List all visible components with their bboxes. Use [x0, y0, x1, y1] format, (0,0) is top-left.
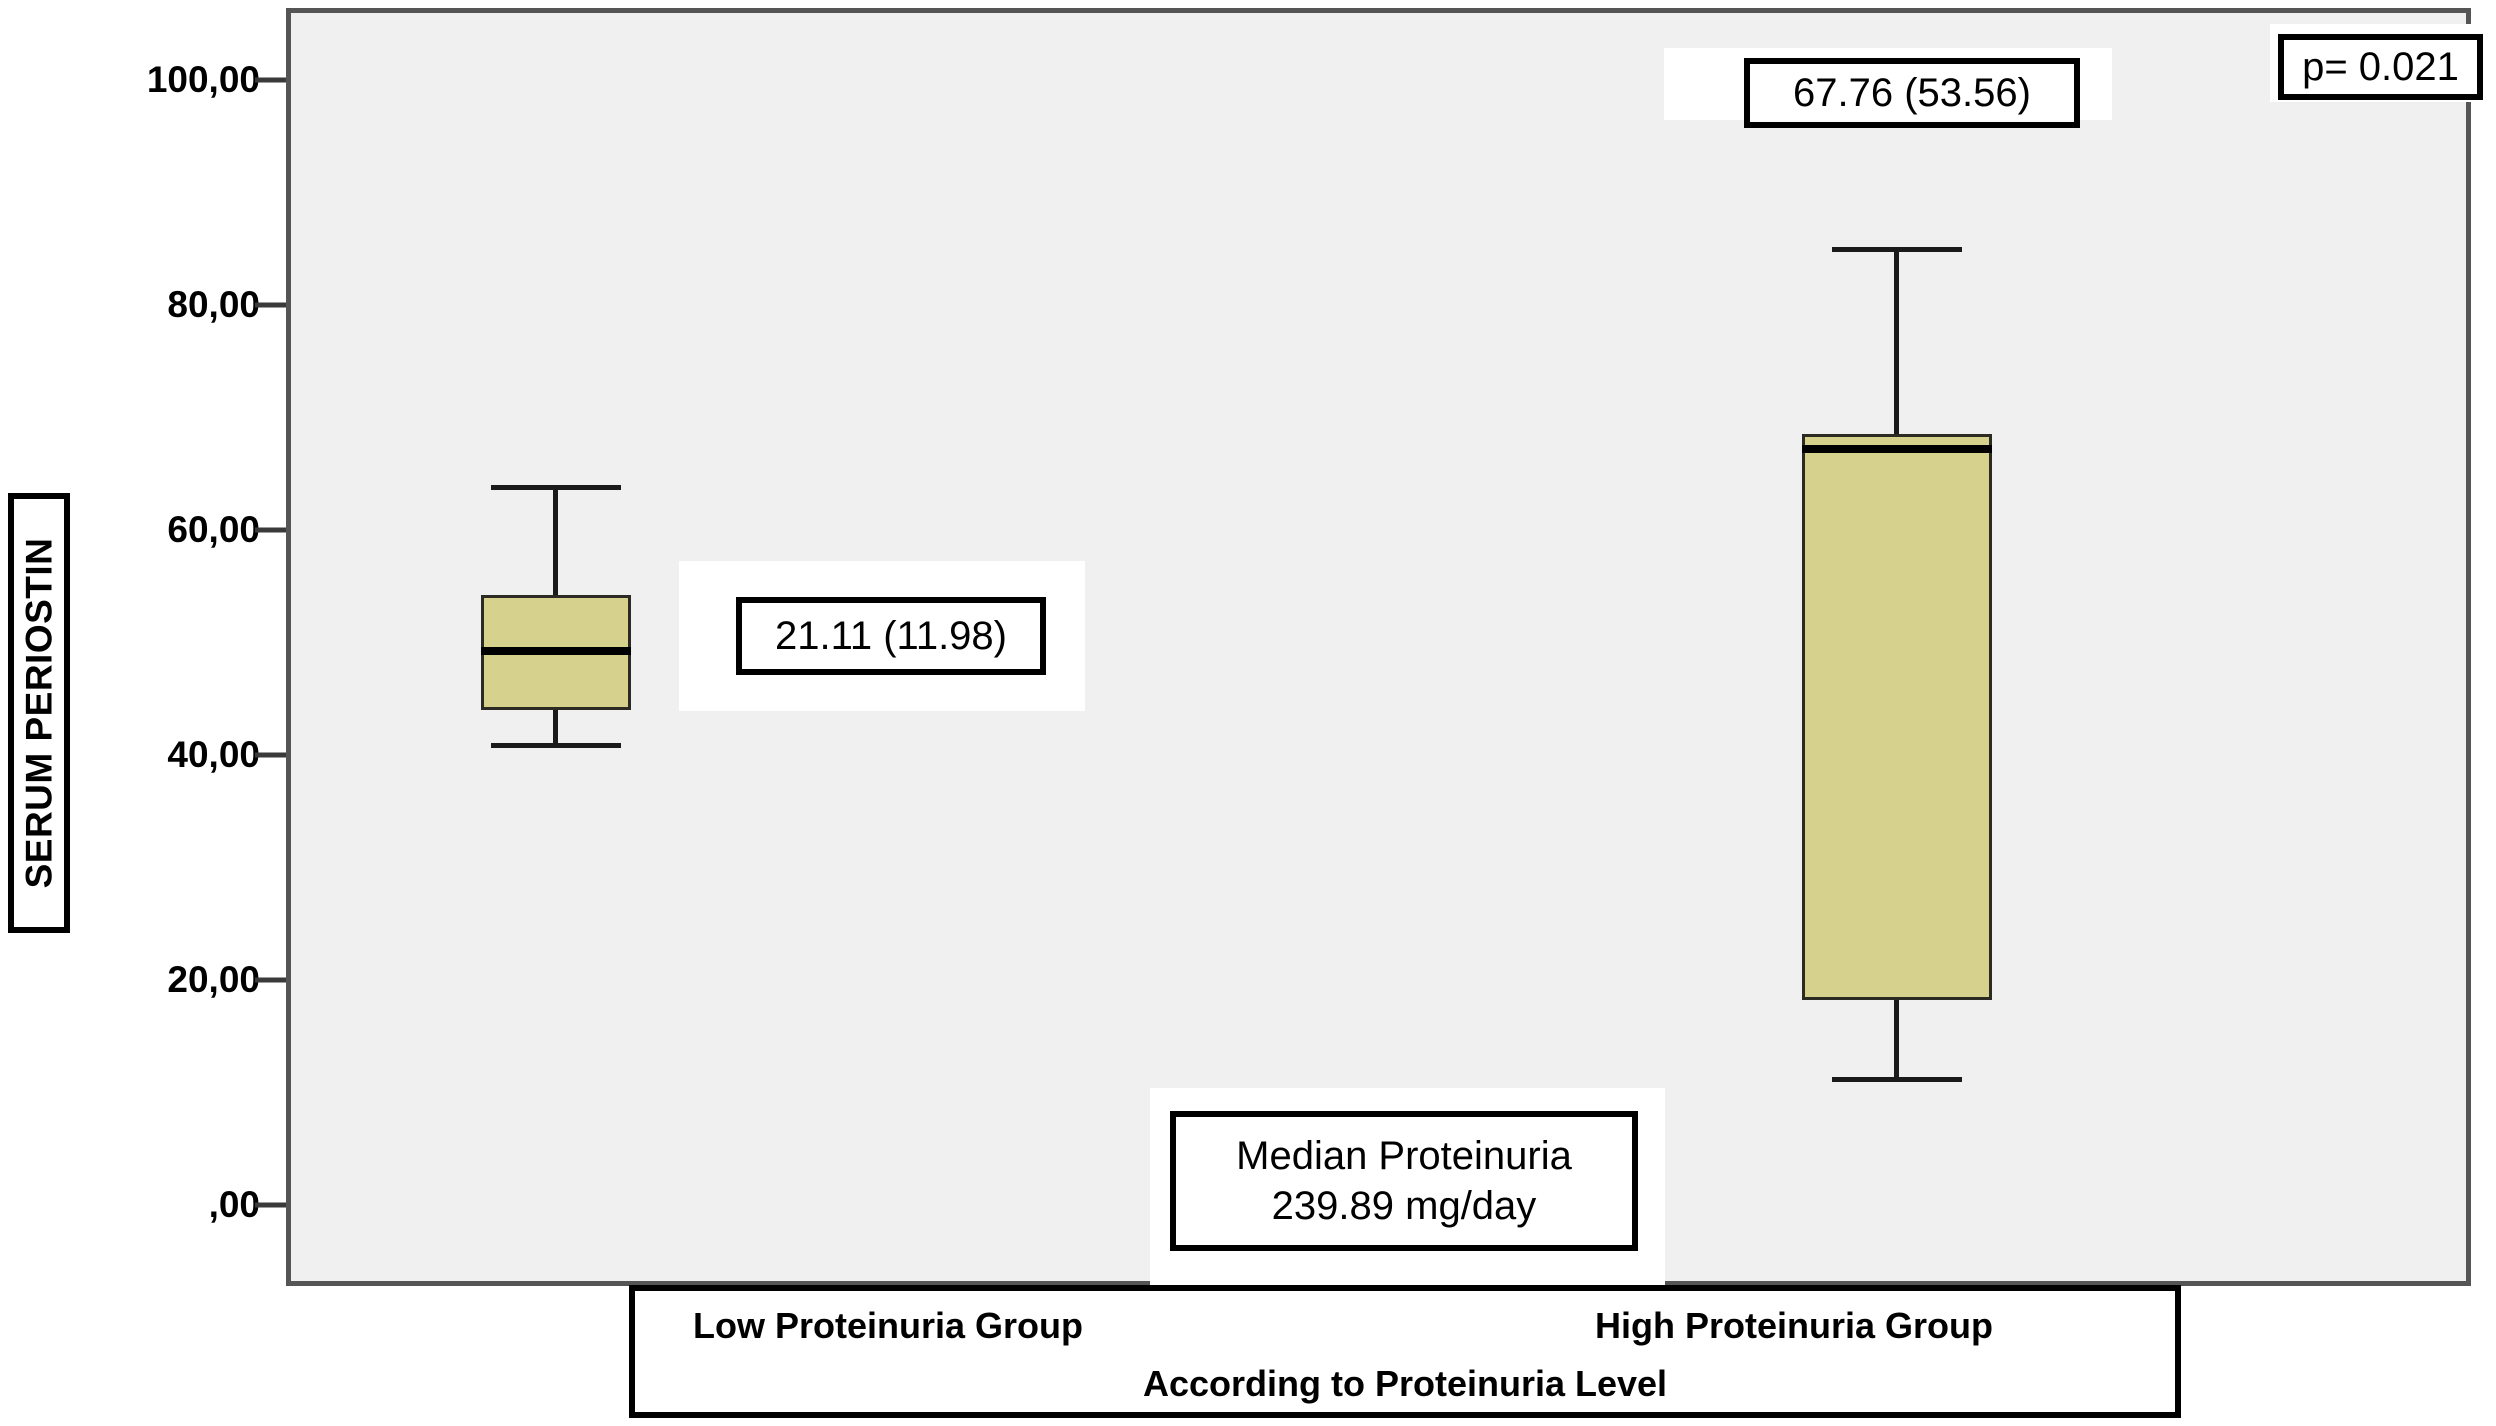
median-line-high	[1802, 445, 1992, 453]
y-tick-label-0: ,00	[208, 1184, 260, 1225]
y-tick-label-20: 20,00	[167, 959, 260, 1000]
median-proteinuria-line-1: Median Proteinuria	[1236, 1134, 1572, 1178]
x-axis-block: Low Proteinuria Group High Proteinuria G…	[629, 1285, 2181, 1418]
whisker-stem-upper-low	[553, 485, 558, 595]
x-axis-title-label: According to Proteinuria Level	[1142, 1363, 1668, 1404]
callout-high-proteinuria-stat: 67.76 (53.56)	[1744, 58, 2080, 128]
y-tick-mark-100	[255, 77, 288, 83]
y-tick-mark-20	[255, 977, 288, 983]
whisker-stem-upper-high	[1894, 247, 1899, 437]
y-tick-mark-0	[255, 1202, 288, 1208]
whisker-cap-lower-low	[491, 743, 621, 748]
whisker-cap-lower-high	[1832, 1077, 1962, 1082]
plot-area	[286, 8, 2471, 1286]
callout-low-proteinuria-stat: 21.11 (11.98)	[736, 597, 1046, 675]
y-axis-title-box: SERUM PERIOSTIN	[8, 493, 70, 933]
y-tick-label-60: 60,00	[167, 509, 260, 550]
y-tick-label-40: 40,00	[167, 734, 260, 775]
boxplot-high-proteinuria	[291, 13, 2466, 1281]
median-line-low	[481, 647, 631, 655]
callout-median-proteinuria: Median Proteinuria 239.89 mg/day	[1170, 1111, 1638, 1251]
y-axis-tick-labels: 100,00 80,00 60,00 40,00 20,00 ,00	[60, 0, 260, 1426]
x-group-label-high: High Proteinuria Group	[1595, 1305, 1994, 1346]
box-high-proteinuria	[1802, 434, 1992, 1000]
boxplot-low-proteinuria	[291, 13, 2466, 1281]
y-tick-label-80: 80,00	[167, 284, 260, 325]
x-group-label-low: Low Proteinuria Group	[693, 1305, 1084, 1346]
y-tick-label-100: 100,00	[146, 59, 260, 100]
y-tick-mark-40	[255, 752, 288, 758]
y-axis-title-label: SERUM PERIOSTIN	[18, 537, 60, 889]
callout-p-value: p= 0.021	[2278, 34, 2483, 100]
median-proteinuria-line-2: 239.89 mg/day	[1271, 1184, 1537, 1228]
whisker-stem-lower-high	[1894, 1000, 1899, 1080]
y-tick-mark-60	[255, 527, 288, 533]
whisker-stem-lower-low	[553, 710, 558, 745]
y-tick-mark-80	[255, 302, 288, 308]
